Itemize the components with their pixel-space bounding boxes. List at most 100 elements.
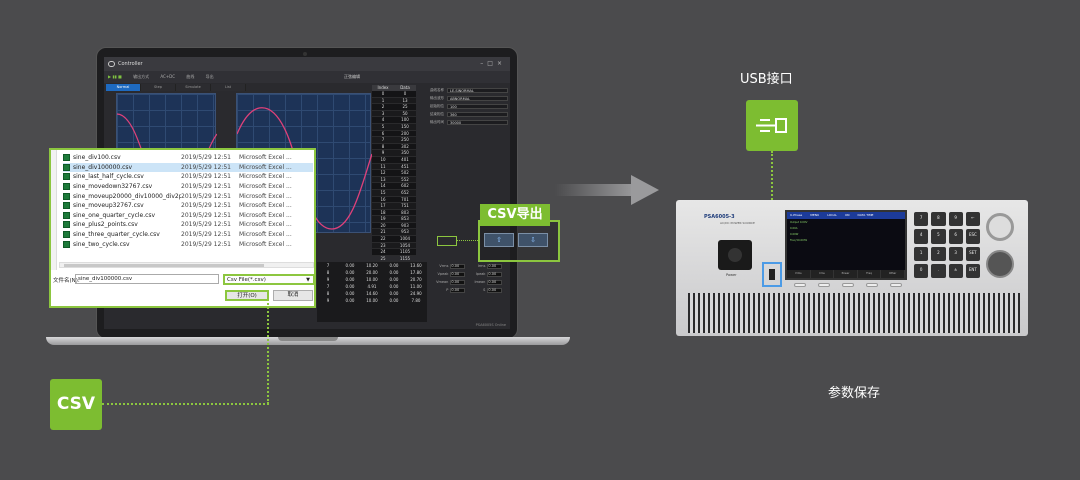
- keypad-key[interactable]: 6: [948, 229, 963, 244]
- keypad-key[interactable]: 3: [948, 246, 963, 261]
- cell-index: 12: [380, 170, 386, 176]
- softkey-3[interactable]: [842, 283, 854, 287]
- vent-grille: [688, 293, 1020, 333]
- keypad-key[interactable]: 7: [914, 212, 929, 227]
- toolbar-item-0[interactable]: 输出方式: [133, 74, 150, 79]
- cancel-button[interactable]: 取消: [273, 290, 313, 301]
- cell-data: 100: [401, 117, 409, 123]
- tab-simulate[interactable]: Simulate: [176, 84, 211, 91]
- file-type: Microsoft Excel ...: [239, 173, 292, 181]
- file-row[interactable]: sine_moveup20000_div10000_div2poi...2019…: [63, 191, 313, 201]
- file-type: Microsoft Excel ...: [239, 202, 292, 210]
- property-value[interactable]: 100: [447, 103, 508, 109]
- file-type: Microsoft Excel ...: [239, 192, 292, 200]
- keypad-key[interactable]: 1: [914, 246, 929, 261]
- rotary-knob[interactable]: [986, 213, 1014, 241]
- toolbar-item-3[interactable]: 导出: [205, 74, 214, 79]
- softkey-5[interactable]: [890, 283, 902, 287]
- usb-port: [762, 262, 782, 287]
- keypad-key[interactable]: 8: [931, 212, 946, 227]
- keypad-key[interactable]: ←: [965, 212, 980, 227]
- keypad-key[interactable]: 0: [914, 263, 929, 278]
- keypad-key[interactable]: 4: [914, 229, 929, 244]
- keypad-key[interactable]: .: [931, 263, 946, 278]
- tab-step[interactable]: Step: [141, 84, 176, 91]
- property-value[interactable]: 360: [447, 111, 508, 117]
- window-controls[interactable]: –□×: [480, 60, 506, 67]
- property-value[interactable]: ABNORMAL: [447, 95, 508, 101]
- property-value[interactable]: LE-SINORMAL: [447, 87, 508, 93]
- filetype-select[interactable]: Csv File(*.csv)▼: [223, 274, 315, 285]
- property-value[interactable]: 30000: [447, 119, 508, 125]
- property-label: 输出时间: [430, 119, 444, 124]
- table-cell: 0.00: [389, 298, 399, 303]
- csv-file-icon: [63, 221, 70, 229]
- toolbar-item-1[interactable]: AC+DC: [160, 74, 176, 79]
- download-button[interactable]: ⇩: [518, 233, 548, 247]
- toolbar-item-2[interactable]: 曲线: [186, 74, 195, 79]
- keypad-key[interactable]: SET: [965, 246, 980, 261]
- keypad-key[interactable]: 9: [948, 212, 963, 227]
- tab-list[interactable]: List: [211, 84, 246, 91]
- horizontal-scrollbar[interactable]: [59, 262, 314, 268]
- filename-input[interactable]: sine_div100000.csv: [75, 274, 219, 284]
- keypad-key[interactable]: ±: [948, 263, 963, 278]
- keypad-key[interactable]: ESC: [965, 229, 980, 244]
- direction-pad[interactable]: [986, 250, 1014, 278]
- file-type: Microsoft Excel ...: [239, 183, 292, 191]
- file-date: 2019/5/29 12:51: [181, 163, 231, 171]
- softkey-1[interactable]: [794, 283, 806, 287]
- softkey-2[interactable]: [818, 283, 830, 287]
- upload-button[interactable]: ⇧: [484, 233, 514, 247]
- tab-normal[interactable]: Normal: [106, 84, 141, 91]
- keypad-key[interactable]: ENT: [965, 263, 980, 278]
- keypad-key[interactable]: 2: [931, 246, 946, 261]
- open-button[interactable]: 打开(O): [225, 290, 269, 301]
- play-icon[interactable]: ▶ ▮▮ ■: [108, 74, 122, 79]
- file-date: 2019/5/29 12:51: [181, 154, 231, 162]
- keypad-key[interactable]: 5: [931, 229, 946, 244]
- softkey-4[interactable]: [866, 283, 878, 287]
